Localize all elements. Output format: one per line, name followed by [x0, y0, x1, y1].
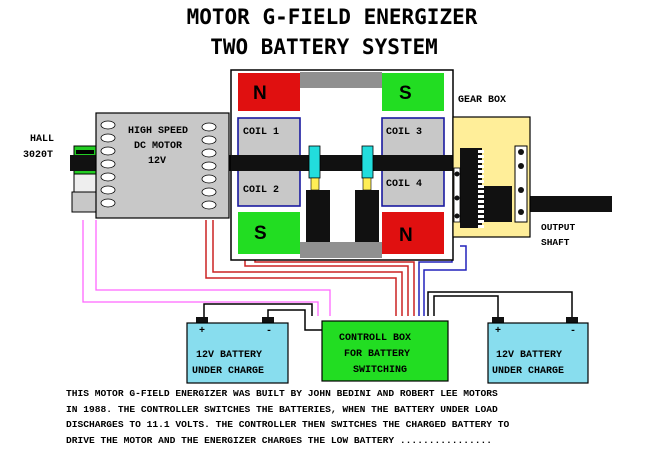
hall-sensor-label-2: 3020T [23, 150, 53, 161]
description-line-3: DISCHARGES TO 11.1 VOLTS. THE CONTROLLER… [66, 419, 510, 431]
brush-right [361, 145, 374, 179]
gear-tooth [478, 185, 484, 188]
dc-motor-label-2: DC MOTOR [134, 141, 182, 152]
battery-wires [203, 291, 573, 331]
energizer-frame [230, 69, 454, 261]
brush-left [308, 145, 321, 179]
hall-sensor-label-1: HALL [30, 134, 54, 145]
control-box-label-3: SWITCHING [353, 365, 407, 376]
battery-left-plus: + [199, 326, 205, 337]
red-wires-energizer [244, 260, 415, 316]
gear-tooth [478, 190, 484, 193]
cooling-hole [100, 159, 116, 169]
pole-label-top-right: S [399, 83, 412, 104]
gear-tooth [478, 170, 484, 173]
cooling-hole [100, 146, 116, 156]
gear-tooth [478, 150, 484, 153]
cooling-hole [201, 187, 217, 197]
gear-tooth [478, 205, 484, 208]
gear-teeth [478, 150, 484, 228]
gear-tooth [478, 220, 484, 223]
gear-tooth [478, 210, 484, 213]
cooling-hole [201, 122, 217, 132]
magnet-north-top-left [238, 73, 300, 111]
cooling-hole [201, 161, 217, 171]
battery-right-label-1: 12V BATTERY [496, 350, 562, 361]
battery-left [186, 317, 289, 384]
cooling-hole [201, 174, 217, 184]
cooling-hole [201, 148, 217, 158]
cooling-hole [100, 172, 116, 182]
coil-4-label: COIL 4 [386, 179, 422, 190]
coil-3-label: COIL 3 [386, 127, 422, 138]
cooling-hole [100, 133, 116, 143]
coil-2-label: COIL 2 [243, 185, 279, 196]
gear-tooth [478, 215, 484, 218]
battery-right-minus: - [570, 326, 576, 337]
cooling-hole [201, 200, 217, 210]
gear-tooth [478, 160, 484, 163]
battery-right-plus: + [495, 326, 501, 337]
gear-tooth [478, 155, 484, 158]
pink-wires [82, 220, 331, 316]
description-line-4: DRIVE THE MOTOR AND THE ENERGIZER CHARGE… [66, 434, 493, 446]
pole-label-bottom-left: S [254, 223, 267, 244]
gear-tooth [478, 165, 484, 168]
title-line-2: TWO BATTERY SYSTEM [210, 35, 438, 59]
battery-left-label-1: 12V BATTERY [196, 350, 262, 361]
battery-left-minus: - [266, 326, 272, 337]
magnet-south-top-right [382, 73, 444, 111]
description-line-1: THIS MOTOR G-FIELD ENERGIZER WAS BUILT B… [66, 388, 498, 399]
output-shaft-label-2: SHAFT [541, 237, 570, 248]
dc-motor-label-1: HIGH SPEED [128, 126, 188, 137]
gear-tooth [478, 225, 484, 228]
battery-left-label-2: UNDER CHARGE [192, 366, 264, 377]
cooling-hole [100, 198, 116, 208]
output-shaft-label-1: OUTPUT [541, 222, 576, 233]
coil-1-label: COIL 1 [243, 127, 279, 138]
gear-box-label: GEAR BOX [458, 95, 506, 106]
control-box [321, 320, 449, 382]
battery-right-label-2: UNDER CHARGE [492, 366, 564, 377]
control-box-label-2: FOR BATTERY [344, 349, 410, 360]
gear-box [452, 116, 531, 238]
title-line-1: MOTOR G-FIELD ENERGIZER [187, 5, 478, 29]
cooling-hole [100, 185, 116, 195]
dc-motor-label-3: 12V [148, 156, 166, 167]
cooling-hole [100, 120, 116, 130]
description-line-2: IN 1988. THE CONTROLLER SWITCHES THE BAT… [66, 403, 498, 415]
gear-tooth [478, 180, 484, 183]
pole-label-top-left: N [253, 83, 267, 104]
gear-tooth [478, 175, 484, 178]
description-text: THIS MOTOR G-FIELD ENERGIZER WAS BUILT B… [66, 386, 641, 448]
gear-tooth [478, 195, 484, 198]
battery-right [487, 317, 589, 384]
red-wires-motor [205, 220, 403, 316]
control-box-label-1: CONTROLL BOX [339, 333, 411, 344]
pole-label-bottom-right: N [399, 225, 413, 246]
cooling-hole [201, 135, 217, 145]
magnet-south-bottom-left [238, 212, 300, 254]
dc-motor [95, 112, 230, 219]
gear-tooth [478, 200, 484, 203]
motor-cooling-holes [100, 120, 217, 210]
magnet-north-bottom-right [382, 212, 444, 254]
